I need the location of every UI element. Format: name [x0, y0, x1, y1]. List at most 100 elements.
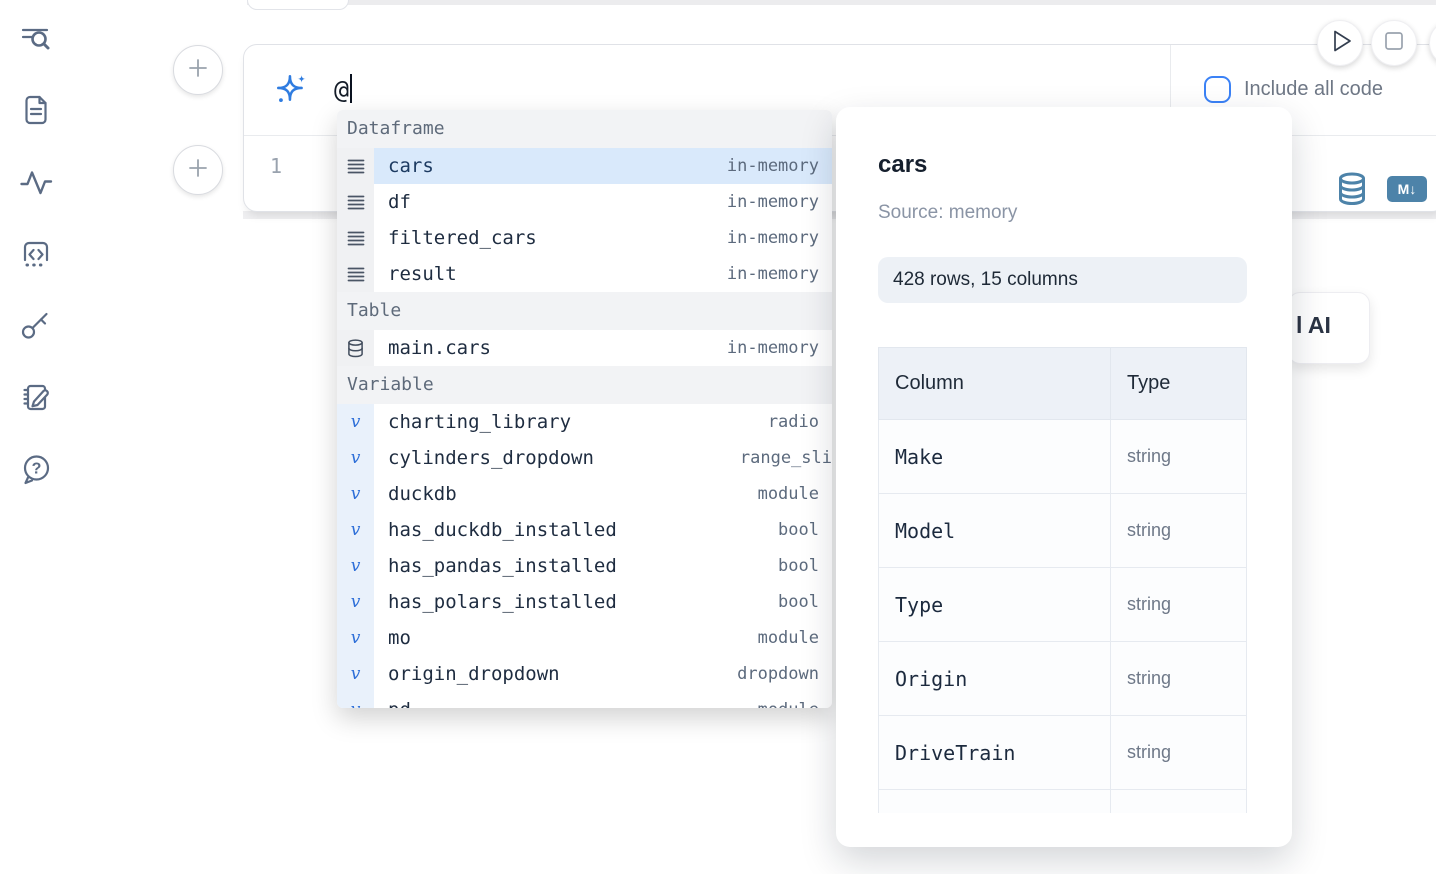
autocomplete-item-name: charting_library — [388, 411, 572, 433]
variable-icon: v — [337, 692, 374, 708]
column-type-cell — [1110, 789, 1247, 813]
autocomplete-item-name: result — [388, 263, 457, 285]
sidebar-item-scratchpad[interactable] — [19, 380, 53, 414]
sidebar-item-documentation[interactable] — [19, 93, 53, 127]
database-small-icon — [337, 330, 374, 366]
autocomplete-item-filtered_cars[interactable]: filtered_cars in-memory — [337, 220, 832, 256]
column-name-cell: Origin — [878, 641, 1111, 716]
activity-icon — [19, 165, 53, 199]
variable-icon: v — [337, 620, 374, 656]
add-cell-button-top[interactable] — [173, 45, 223, 95]
preview-source: Source: memory — [878, 202, 1018, 223]
generate-with-ai-button[interactable]: l AI — [1288, 292, 1370, 364]
autocomplete-item-charting_library[interactable]: v charting_library radio — [337, 404, 832, 440]
variable-icon: v — [337, 476, 374, 512]
stop-icon — [1371, 18, 1417, 69]
autocomplete-item-name: mo — [388, 627, 411, 649]
play-icon — [1317, 18, 1363, 69]
add-cell-button-bottom[interactable] — [173, 145, 223, 195]
autocomplete-item-type: in-memory — [726, 228, 819, 248]
sidebar-item-help[interactable]: ? — [19, 452, 53, 486]
svg-text:?: ? — [32, 461, 42, 478]
autocomplete-item-type: module — [757, 484, 819, 504]
autocomplete-item-type: bool — [778, 520, 819, 540]
column-type-cell: string — [1110, 567, 1247, 642]
sidebar-item-activity[interactable] — [19, 165, 53, 199]
autocomplete-item-name: duckdb — [388, 483, 457, 505]
autocomplete-item-name: origin_dropdown — [388, 663, 560, 685]
run-cell-button[interactable] — [1317, 20, 1363, 66]
autocomplete-item-name: df — [388, 191, 411, 213]
variable-icon: v — [337, 656, 374, 692]
scratchpad-icon — [19, 380, 53, 414]
column-type-cell: string — [1110, 493, 1247, 568]
text-caret — [350, 74, 353, 103]
sidebar-item-snippets[interactable] — [19, 237, 53, 271]
autocomplete-section-header: Table — [337, 292, 832, 330]
database-icon[interactable] — [1337, 172, 1367, 211]
autocomplete-item-type: module — [757, 628, 819, 648]
autocomplete-section-header: Variable — [337, 366, 832, 404]
dataframe-preview-panel: cars Source: memory 428 rows, 15 columns… — [836, 107, 1292, 847]
dataframe-icon — [337, 256, 374, 292]
autocomplete-item-type: bool — [778, 592, 819, 612]
autocomplete-item-name: filtered_cars — [388, 227, 537, 249]
column-type-cell: string — [1110, 715, 1247, 790]
preview-title: cars — [878, 151, 928, 178]
previous-cell-shadow — [247, 0, 1436, 5]
autocomplete-item-name: cars — [388, 155, 434, 177]
sidebar-item-toc-search[interactable] — [19, 21, 53, 55]
autocomplete-item-name: has_pandas_installed — [388, 555, 617, 577]
autocomplete-section-header: Dataframe — [337, 110, 832, 148]
autocomplete-item-pd[interactable]: vpdmodule — [337, 692, 832, 708]
markdown-icon[interactable]: M↓ — [1387, 176, 1427, 202]
toc-search-icon — [19, 21, 53, 55]
column-name-cell — [878, 789, 1111, 813]
autocomplete-item-type: radio — [767, 412, 819, 432]
autocomplete-item-body: filtered_cars in-memory — [374, 220, 832, 256]
autocomplete-item-type: in-memory — [726, 264, 819, 284]
stop-button[interactable] — [1371, 20, 1417, 66]
autocomplete-item-type: module — [758, 700, 819, 708]
autocomplete-item-type: in-memory — [726, 192, 819, 212]
autocomplete-item-result[interactable]: result in-memory — [337, 256, 832, 292]
ai-prompt-input[interactable]: @ — [334, 74, 353, 104]
autocomplete-item-type: in-memory — [726, 156, 819, 176]
key-icon — [19, 308, 53, 342]
autocomplete-item-body: cars in-memory — [374, 148, 832, 184]
include-all-code-checkbox[interactable] — [1204, 76, 1231, 103]
autocomplete-item-body: duckdb module — [374, 476, 832, 512]
plus-icon — [187, 57, 209, 84]
autocomplete-item-name: pd — [388, 699, 758, 708]
plus-icon — [187, 157, 209, 184]
autocomplete-item-body: has_polars_installed bool — [374, 584, 832, 620]
autocomplete-item-body: pdmodule — [374, 692, 832, 708]
autocomplete-item-cars[interactable]: cars in-memory — [337, 148, 832, 184]
column-name-cell: DriveTrain — [878, 715, 1111, 790]
generate-with-ai-label: l AI — [1296, 312, 1331, 338]
sidebar-item-shortcuts[interactable] — [19, 308, 53, 342]
variable-icon: v — [337, 404, 374, 440]
autocomplete-item-name: has_polars_installed — [388, 591, 617, 613]
autocomplete-item-body: df in-memory — [374, 184, 832, 220]
variable-icon: v — [337, 440, 374, 476]
autocomplete-item-df[interactable]: df in-memory — [337, 184, 832, 220]
